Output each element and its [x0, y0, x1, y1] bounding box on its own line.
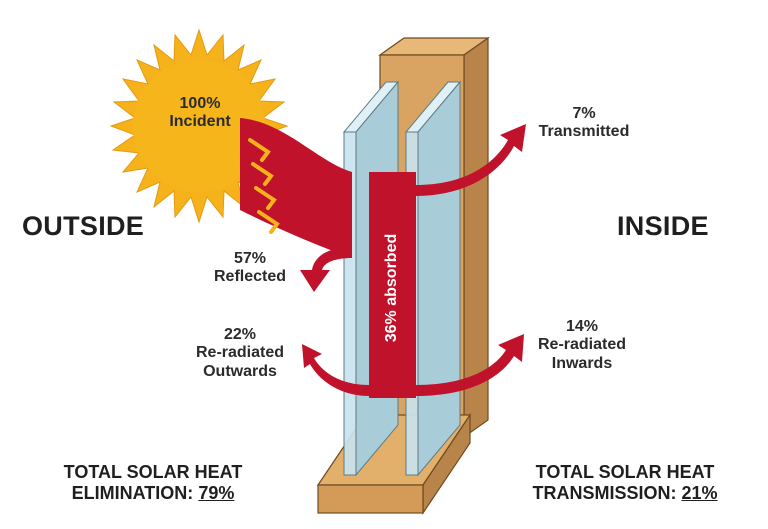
total-transmission-caption: TRANSMISSION:: [532, 482, 677, 503]
total-elimination-line2: ELIMINATION: 79%: [40, 483, 266, 504]
reradiated-inwards-line1: Re-radiated: [537, 336, 627, 354]
reradiated-inwards-line2: Inwards: [551, 354, 613, 372]
reradiated-inwards-label: 14% Re-radiated Inwards: [526, 318, 638, 373]
outside-label: OUTSIDE: [22, 211, 145, 241]
reflected-text: Reflected: [213, 268, 287, 286]
transmitted-percent: 7%: [572, 105, 596, 122]
incident-label: 100% Incident: [150, 95, 250, 132]
transmitted-label: 7% Transmitted: [528, 105, 640, 142]
reradiated-inwards-arrow: [416, 334, 524, 396]
absorbed-band: [369, 172, 416, 398]
incident-energy-band: [240, 118, 352, 258]
reradiated-outwards-arrow: [302, 344, 369, 396]
reradiated-outwards-line2: Outwards: [203, 362, 277, 380]
total-transmission-line1: TOTAL SOLAR HEAT: [535, 462, 715, 482]
total-transmission: TOTAL SOLAR HEAT TRANSMISSION: 21%: [512, 462, 738, 503]
reflected-arrow: [300, 247, 352, 292]
total-transmission-line2: TRANSMISSION: 21%: [512, 483, 738, 504]
reflected-label: 57% Reflected: [200, 250, 300, 287]
absorbed-label: 36% absorbed: [383, 233, 400, 343]
reflected-percent: 57%: [233, 250, 267, 267]
incident-percent: 100%: [179, 95, 221, 112]
reradiated-outwards-percent: 22%: [223, 326, 257, 343]
total-elimination-value: 79%: [198, 482, 235, 503]
total-elimination-line1: TOTAL SOLAR HEAT: [63, 462, 243, 482]
reradiated-outwards-line1: Re-radiated: [195, 344, 285, 362]
total-transmission-value: 21%: [681, 482, 718, 503]
inside-label: INSIDE: [617, 211, 709, 241]
transmitted-text: Transmitted: [538, 123, 630, 141]
total-elimination: TOTAL SOLAR HEAT ELIMINATION: 79%: [40, 462, 266, 503]
reradiated-outwards-label: 22% Re-radiated Outwards: [185, 326, 295, 381]
reradiated-inwards-percent: 14%: [565, 318, 599, 335]
total-elimination-caption: ELIMINATION:: [71, 482, 194, 503]
transmitted-arrow: [416, 124, 526, 196]
incident-text: Incident: [169, 113, 231, 131]
